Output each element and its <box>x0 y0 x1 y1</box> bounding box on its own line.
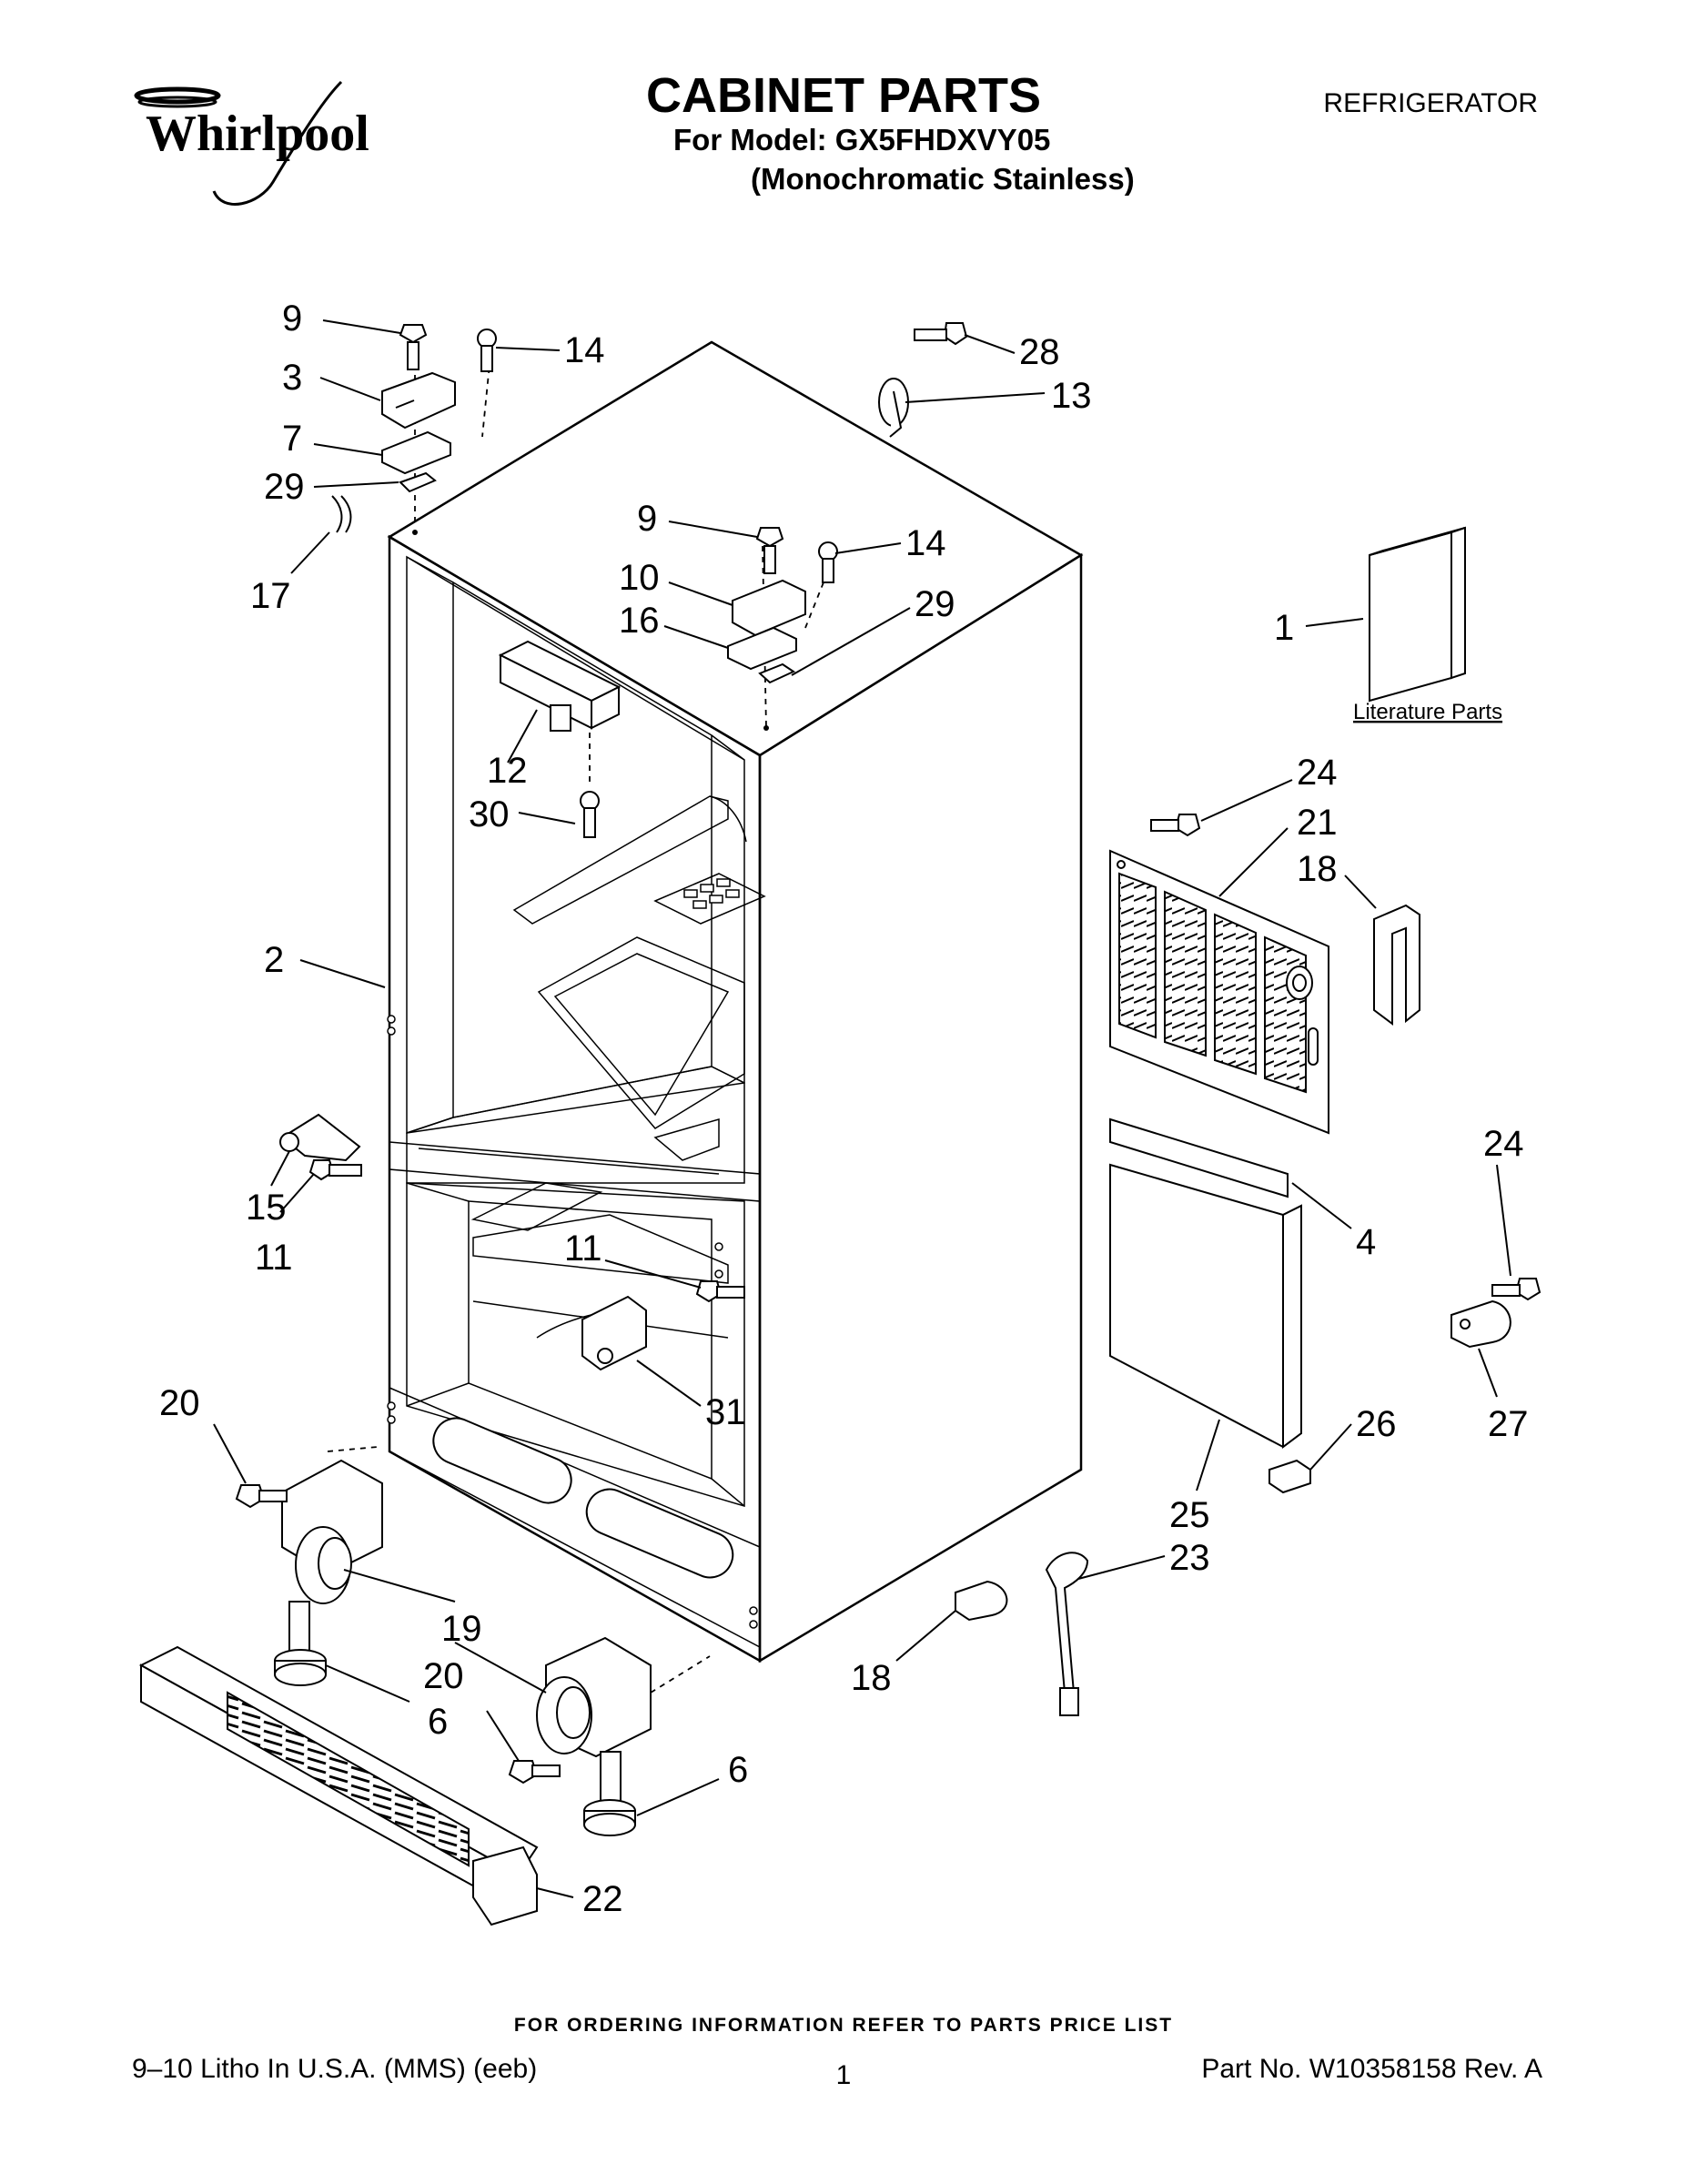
callout-24-lower: 24 <box>1483 1124 1524 1164</box>
callout-17: 17 <box>250 576 291 616</box>
screw-part-20-right <box>508 1760 561 1785</box>
part-number: Part No. W10358158 Rev. A <box>1201 2054 1542 2084</box>
finish-name: (Monochromatic Stainless) <box>751 162 1135 196</box>
callout-19: 19 <box>441 1609 482 1649</box>
page-title: CABINET PARTS <box>646 68 1041 123</box>
callout-11-left: 11 <box>255 1238 293 1278</box>
roller-bracket-part-19-left <box>281 1459 383 1604</box>
callout-27: 27 <box>1488 1404 1529 1444</box>
callout-22: 22 <box>582 1879 623 1919</box>
screw-part-14-upper <box>477 329 497 372</box>
callout-4: 4 <box>1356 1222 1376 1262</box>
grille-part-22 <box>138 1645 539 1926</box>
screw-part-20-left <box>235 1484 288 1509</box>
callout-18-upper: 18 <box>1297 849 1338 889</box>
bracket-part-15 <box>279 1113 361 1162</box>
vent-slots <box>683 878 740 909</box>
callout-labels: 9 14 3 7 29 17 28 13 9 14 10 16 29 1 12 … <box>159 298 1529 1919</box>
callout-10: 10 <box>619 558 660 598</box>
model-number: For Model: GX5FHDXVY05 <box>673 123 1050 157</box>
hinge-part-16 <box>727 626 797 671</box>
clip-part-18-lower <box>955 1580 1008 1622</box>
callout-15: 15 <box>246 1188 287 1228</box>
callout-2: 2 <box>264 940 284 980</box>
roller-part-13 <box>878 378 909 438</box>
panel-part-25 <box>1109 1163 1302 1449</box>
litho-info: 9–10 Litho In U.S.A. (MMS) (eeb) <box>132 2054 537 2084</box>
callout-28: 28 <box>1019 332 1060 372</box>
leader-lines <box>213 319 1511 1898</box>
bracket-part-31 <box>581 1295 647 1371</box>
callout-13: 13 <box>1051 376 1092 416</box>
hinge-screw-part-9-lower <box>755 527 784 574</box>
leveler-part-6-left <box>274 1601 327 1686</box>
clip-part-18-upper <box>1373 904 1420 1026</box>
callout-14-top-left: 14 <box>564 330 605 370</box>
callout-9-top-left: 9 <box>282 298 302 339</box>
callout-25: 25 <box>1169 1495 1210 1535</box>
hinge-part-7 <box>381 430 451 475</box>
screw-part-11-left <box>308 1159 362 1181</box>
screw-part-30 <box>580 791 600 838</box>
tube-part-17 <box>331 495 352 533</box>
callout-21: 21 <box>1297 803 1338 843</box>
light-housing-part-12 <box>498 640 622 732</box>
callout-9-center: 9 <box>637 499 657 539</box>
callout-3: 3 <box>282 358 302 398</box>
shim-part-29-upper <box>399 471 437 493</box>
ordering-note: FOR ORDERING INFORMATION REFER TO PARTS … <box>514 2015 1173 2036</box>
hinge-screw-part-9-upper <box>399 324 428 370</box>
clip-part-26 <box>1269 1459 1311 1494</box>
callout-23: 23 <box>1169 1538 1210 1578</box>
callout-6-right: 6 <box>728 1750 748 1790</box>
shim-part-29-lower <box>758 662 796 684</box>
access-cover-part-21 <box>1109 849 1329 1135</box>
brand-name: Whirlpool <box>146 106 369 162</box>
hinge-cover-part-3 <box>381 371 456 430</box>
hinge-cover-part-10 <box>732 579 806 637</box>
callout-18-lower: 18 <box>851 1658 892 1698</box>
callout-7: 7 <box>282 419 302 459</box>
tube-part-23 <box>1045 1552 1089 1716</box>
whirlpool-logo: Whirlpool <box>134 80 369 206</box>
cabinet-part-2 <box>387 340 1084 1663</box>
clamp-part-27 <box>1450 1299 1511 1349</box>
screw-part-24-upper <box>1150 814 1201 837</box>
callout-26: 26 <box>1356 1404 1397 1444</box>
callout-24-upper: 24 <box>1297 753 1338 793</box>
callout-20-lower: 20 <box>423 1656 464 1696</box>
literature-parts-label: Literature Parts <box>1353 700 1502 724</box>
callout-30: 30 <box>469 794 510 834</box>
callout-12: 12 <box>487 751 528 791</box>
leveler-part-6-right <box>583 1751 636 1836</box>
literature-part-1 <box>1369 526 1466 703</box>
callout-31: 31 <box>705 1392 746 1432</box>
roller-bracket-part-19-right <box>536 1636 652 1758</box>
callout-11-center: 11 <box>564 1228 602 1269</box>
callout-16: 16 <box>619 601 660 641</box>
page-number: 1 <box>836 2060 852 2090</box>
screw-part-14-lower <box>818 541 838 583</box>
callout-14-center: 14 <box>905 523 946 563</box>
callout-6-left: 6 <box>428 1702 448 1742</box>
callout-29-upper: 29 <box>264 467 305 507</box>
gasket-part-4 <box>1109 1117 1289 1198</box>
screw-part-11-center <box>695 1280 745 1303</box>
screw-part-28 <box>914 322 968 346</box>
callout-20-upper: 20 <box>159 1383 200 1423</box>
callout-1: 1 <box>1274 608 1294 648</box>
appliance-category: REFRIGERATOR <box>1323 88 1538 118</box>
screw-part-24-lower <box>1491 1278 1541 1301</box>
callout-29-lower: 29 <box>915 584 955 624</box>
